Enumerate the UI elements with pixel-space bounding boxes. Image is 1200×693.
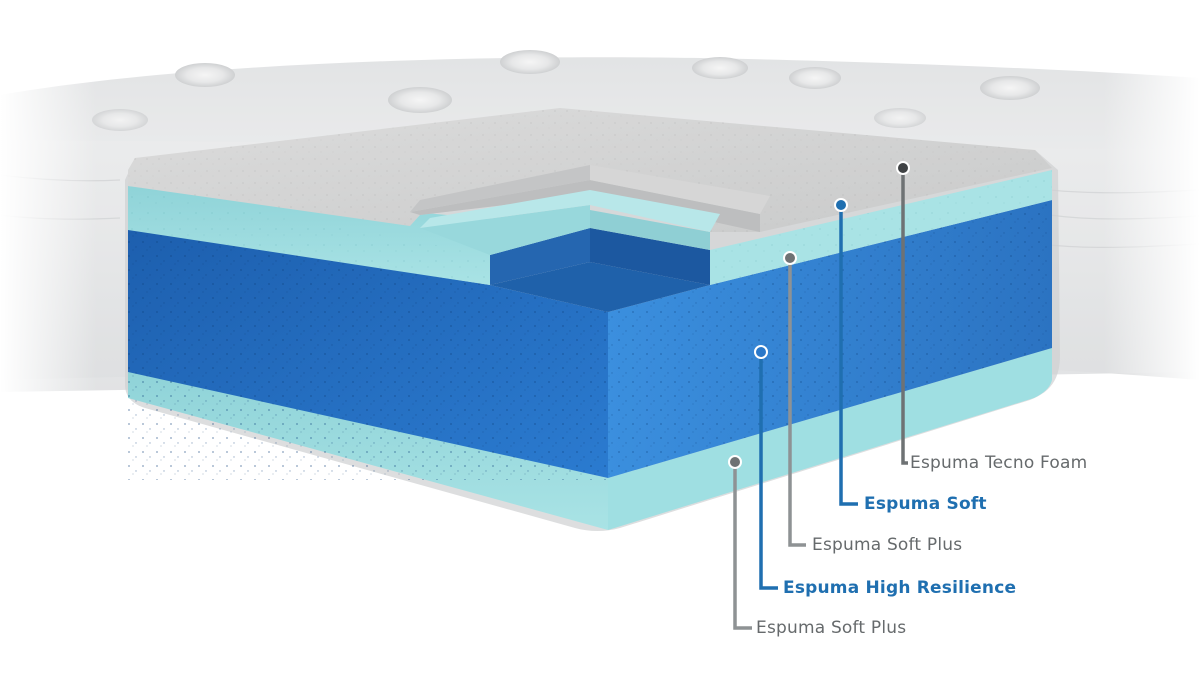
high-resilience-cut-top — [490, 262, 710, 312]
callout-label-soft-plus-top: Espuma Soft Plus — [812, 535, 963, 555]
layer-soft-plus-bottom-right — [608, 348, 1052, 530]
callout-dot-soft-plus-bottom — [728, 455, 742, 469]
callout-line-soft — [839, 205, 858, 506]
callout-dots — [728, 161, 910, 469]
callout-line-high-resilience — [759, 352, 778, 590]
callout-label-soft-plus-bottom: Espuma Soft Plus — [756, 618, 907, 638]
callout-dot-tecno-foam — [896, 161, 910, 175]
foam-cutaway-block — [125, 108, 1060, 531]
callout-dot-soft-plus-top — [783, 251, 797, 265]
callout-lines — [733, 168, 908, 630]
callout-label-soft: Espuma Soft — [864, 494, 987, 514]
callout-line-soft-plus-top — [788, 258, 806, 547]
callout-line-soft-plus-bottom — [733, 462, 752, 630]
callout-label-high-resilience: Espuma High Resilience — [783, 578, 1017, 598]
callout-dot-soft — [834, 198, 848, 212]
callout-label-tecno-foam: Espuma Tecno Foam — [910, 453, 1088, 473]
callout-dot-high-resilience — [754, 345, 768, 359]
callout-line-tecno-foam — [901, 168, 908, 465]
